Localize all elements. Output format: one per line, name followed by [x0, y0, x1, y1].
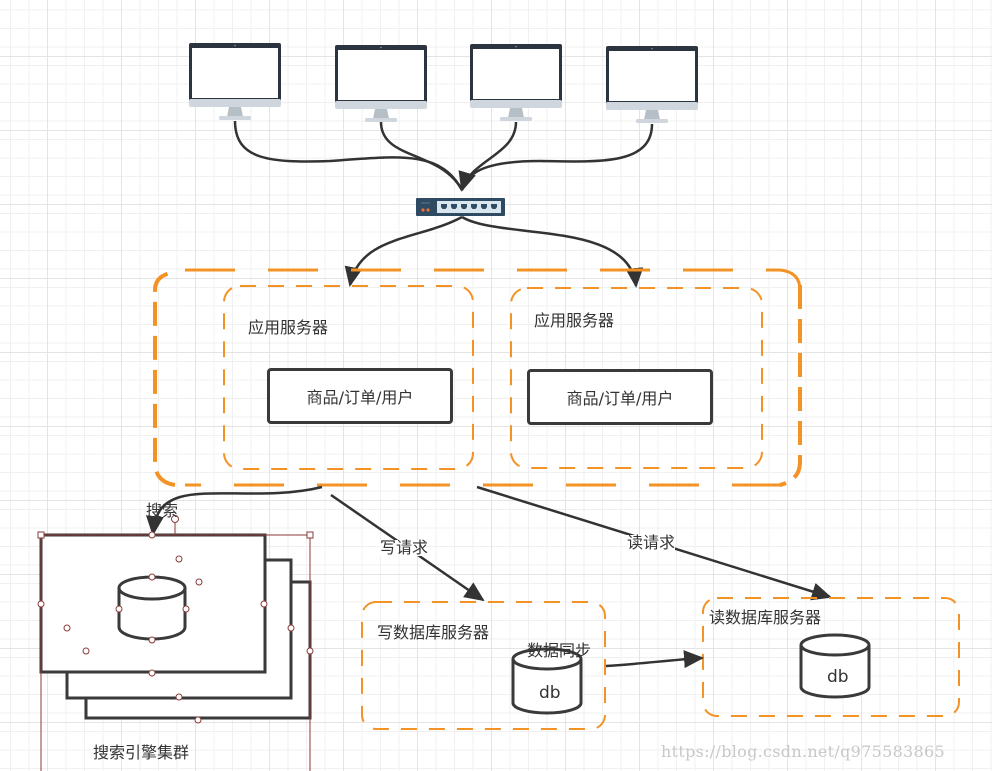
- edge-app-search: [145, 485, 323, 536]
- write-db-title: 写数据库服务器: [377, 623, 490, 642]
- client-monitor-2: [335, 45, 427, 122]
- app-server-1-title: 应用服务器: [248, 318, 329, 337]
- app-server-1: [223, 285, 474, 470]
- edge-client4-switch: [458, 123, 654, 192]
- client-monitor-1: [189, 43, 281, 120]
- edge-data-sync: [605, 650, 704, 669]
- client-monitor-3: [470, 44, 562, 121]
- app-server-1-module: 商品/订单/用户: [267, 368, 453, 424]
- database-icon: [117, 575, 187, 641]
- monitor-icon: [606, 46, 698, 123]
- app-server-2-module: 商品/订单/用户: [527, 369, 713, 425]
- write-db-icon: [511, 647, 583, 715]
- selection-handles[interactable]: [37, 515, 314, 771]
- edge-label-read-request: 读请求: [627, 533, 676, 552]
- read-db-title: 读数据库服务器: [709, 608, 822, 627]
- monitor-icon: [189, 43, 281, 120]
- write-db-label: db: [539, 683, 561, 703]
- read-db-label: db: [827, 667, 849, 687]
- edge-switch-app2: [461, 215, 644, 288]
- read-db-icon: [799, 633, 871, 699]
- network-switch-icon: [416, 198, 505, 216]
- monitor-icon: [335, 45, 427, 122]
- edge-client2-switch: [379, 121, 464, 191]
- search-cluster-label: 搜索引擎集群: [93, 743, 190, 762]
- edge-switch-app1: [344, 215, 463, 287]
- monitor-icon: [470, 44, 562, 121]
- app-server-2-title: 应用服务器: [534, 311, 615, 330]
- edge-label-data-sync: 数据同步: [527, 641, 592, 660]
- app-server-2: [510, 287, 763, 469]
- watermark: https://blog.csdn.net/q975583865: [661, 742, 945, 761]
- edge-client3-switch: [460, 121, 518, 191]
- write-db-server: [361, 601, 606, 730]
- client-monitor-4: [606, 46, 698, 123]
- edge-label-search: 搜索: [146, 501, 179, 520]
- edge-label-write-request: 写请求: [380, 538, 429, 557]
- edge-client1-switch: [233, 120, 464, 191]
- app-cluster-container: [153, 268, 802, 487]
- search-cluster: [37, 515, 314, 771]
